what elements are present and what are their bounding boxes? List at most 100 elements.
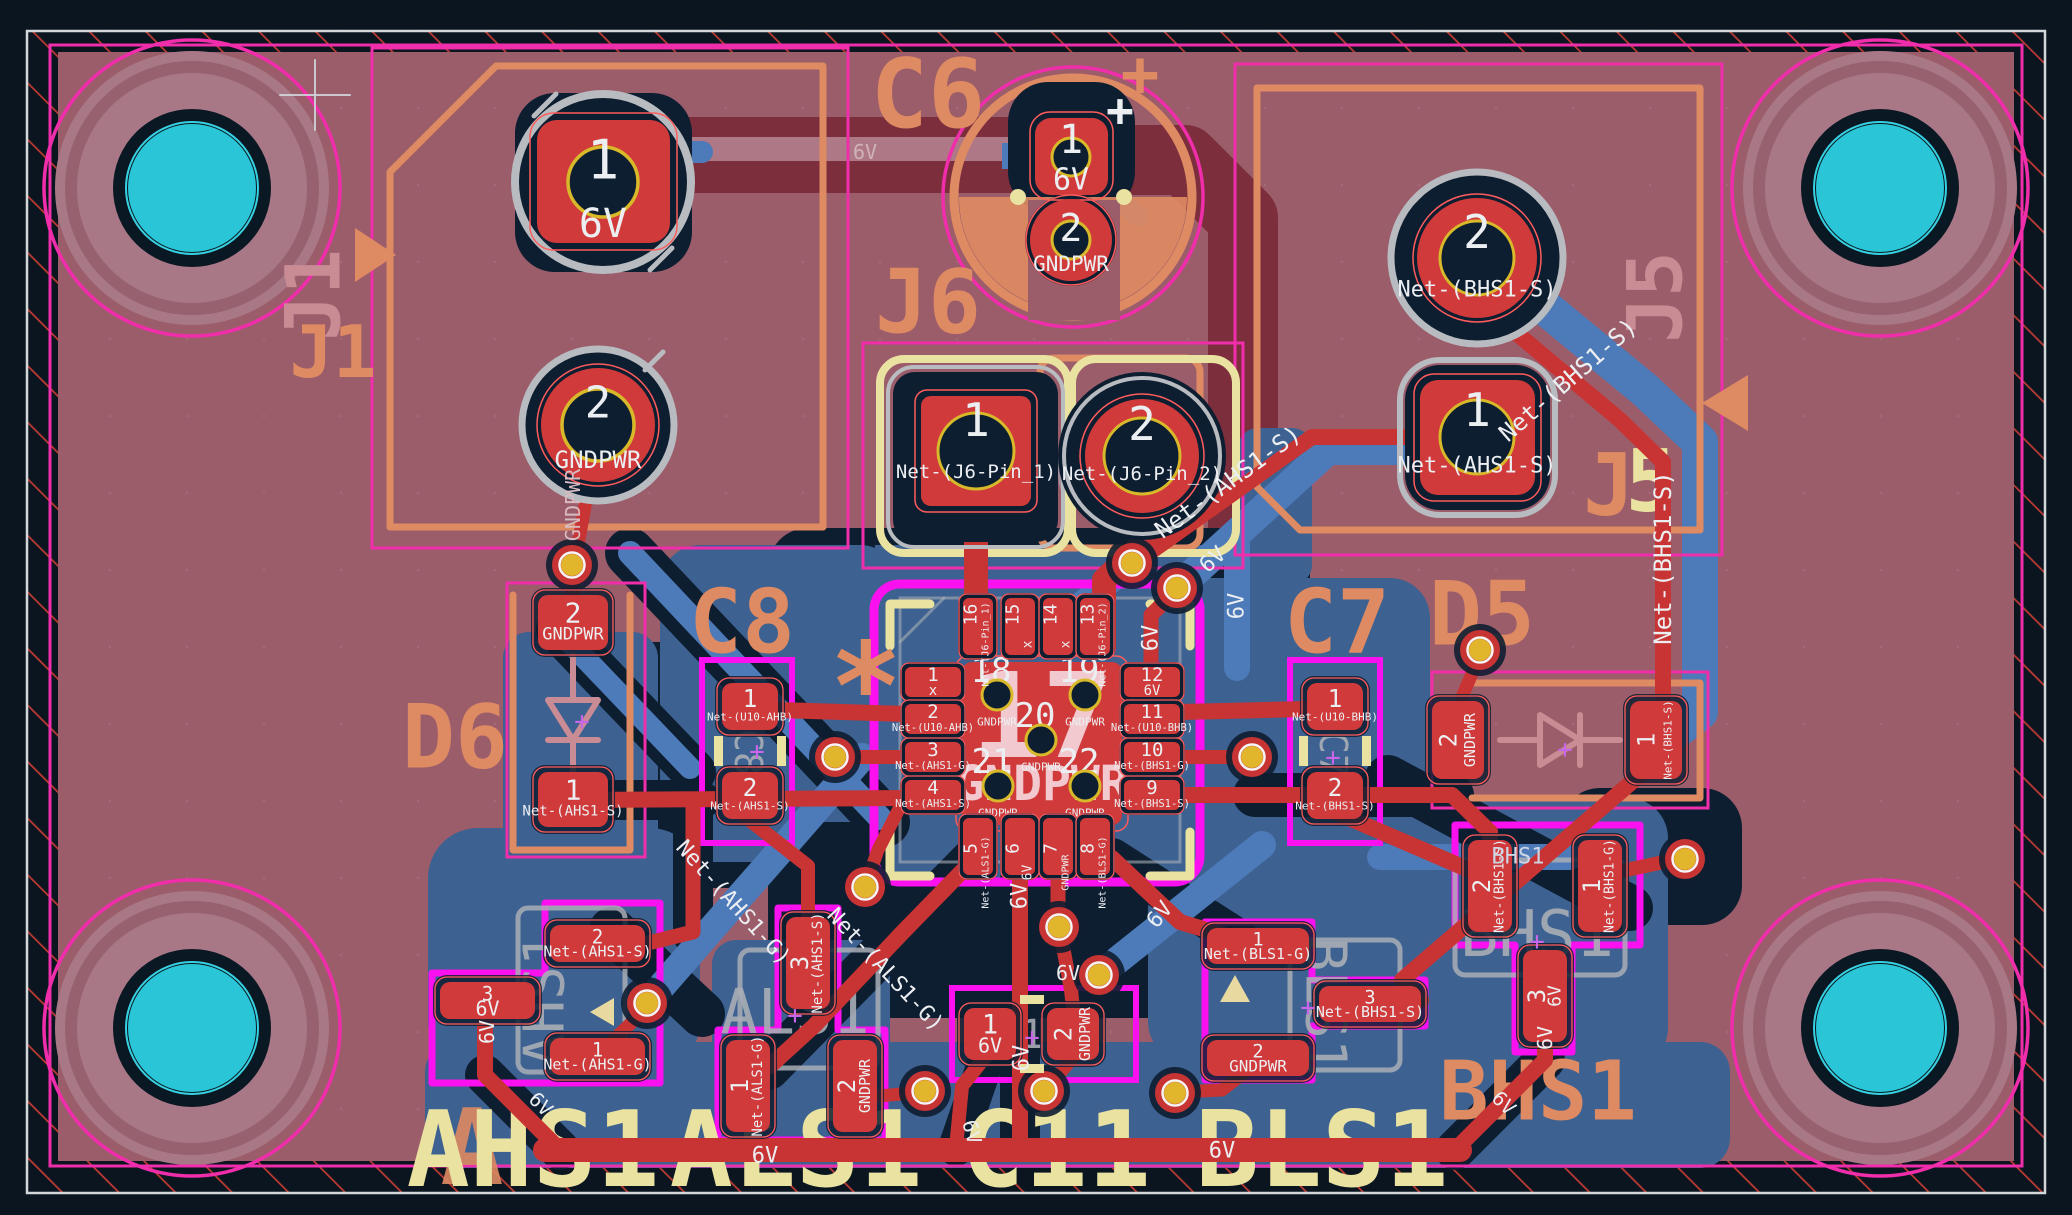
- hole-annulus-ring: [1753, 901, 2007, 1155]
- pad-C8-2[interactable]: [722, 772, 778, 819]
- via[interactable]: [1048, 916, 1070, 938]
- pad-C7-2[interactable]: [1307, 772, 1363, 819]
- via[interactable]: [854, 876, 876, 898]
- via[interactable]: [1121, 552, 1143, 574]
- pad-via-hole[interactable]: [1070, 771, 1100, 801]
- pad-C11-2[interactable]: [1047, 1008, 1099, 1060]
- trace[interactable]: [771, 702, 915, 722]
- pad-BLS1-1[interactable]: [1207, 928, 1309, 964]
- pad-U10-14[interactable]: [1043, 598, 1073, 655]
- trace[interactable]: [693, 793, 815, 923]
- label-trace-gndpwr: GNDPWR: [561, 468, 585, 541]
- label-bhs1-small: BHS1: [1492, 845, 1545, 870]
- via[interactable]: [1088, 964, 1110, 986]
- btrace[interactable]: [1085, 831, 1276, 989]
- pad-U10-5[interactable]: [963, 818, 993, 875]
- pad-via-hole[interactable]: [982, 680, 1012, 710]
- pad-C11-1[interactable]: [964, 1008, 1016, 1060]
- via[interactable]: [1469, 639, 1491, 661]
- keepout-C7[interactable]: [1287, 657, 1383, 846]
- ref-J1[interactable]: J1: [290, 310, 377, 394]
- trace[interactable]: [640, 794, 701, 951]
- pad-AHS1-1[interactable]: [550, 1038, 645, 1075]
- trace-als1g[interactable]: [762, 850, 983, 1074]
- mounting-hole[interactable]: [128, 124, 256, 252]
- pad-BHS1-1[interactable]: [1578, 840, 1622, 932]
- pad-AHS1-2[interactable]: [550, 925, 645, 962]
- via[interactable]: [914, 1080, 936, 1102]
- via[interactable]: [824, 746, 846, 768]
- pad-BHS1-2[interactable]: [1468, 840, 1512, 932]
- ref-C6[interactable]: C6: [871, 40, 985, 150]
- pad-outline: [827, 1034, 883, 1138]
- pad-U10-9[interactable]: [1124, 780, 1180, 810]
- pad-ALS1-2[interactable]: [833, 1040, 877, 1132]
- keepout-C8[interactable]: [699, 657, 795, 846]
- courtyard-C6[interactable]: [941, 65, 1205, 329]
- pad-BLS1-3[interactable]: [1319, 986, 1421, 1022]
- trace[interactable]: [1172, 701, 1313, 720]
- pad-ALS1-3[interactable]: [786, 917, 830, 1009]
- label-6v: 6V: [1056, 961, 1080, 985]
- pad-BHS1-3[interactable]: [1523, 950, 1567, 1042]
- via[interactable]: [1033, 1080, 1055, 1102]
- pad-outline: [1201, 922, 1315, 970]
- pad-C7-1[interactable]: [1307, 683, 1363, 730]
- pad-via-hole[interactable]: [983, 771, 1013, 801]
- pad-hole: [1440, 400, 1514, 474]
- mounting-hole[interactable]: [1816, 964, 1944, 1092]
- pad-U10-8[interactable]: [1080, 818, 1110, 875]
- pad-ALS1-1[interactable]: [726, 1040, 770, 1132]
- mounting-hole[interactable]: [128, 964, 256, 1092]
- pad-U10-7[interactable]: [1043, 818, 1073, 875]
- courtyard-J6[interactable]: [861, 341, 1245, 570]
- pad-D6-2[interactable]: [538, 595, 608, 650]
- anchor-plus: +: [749, 737, 765, 767]
- pad-D6-1[interactable]: [538, 772, 608, 827]
- pad-C8-1[interactable]: [722, 683, 778, 730]
- silk-J5-pin1-arrow: [1702, 375, 1748, 431]
- via[interactable]: [561, 554, 583, 576]
- via[interactable]: [1674, 848, 1696, 870]
- pad-U10-2[interactable]: [905, 704, 961, 734]
- label-6v: 6V: [1010, 1045, 1035, 1072]
- pad-U10-12[interactable]: [1124, 667, 1180, 697]
- pad-U10-15[interactable]: [1005, 598, 1035, 655]
- ref-C8[interactable]: C8: [689, 571, 795, 674]
- pad-U10-13[interactable]: [1080, 598, 1110, 655]
- pad-U10-11[interactable]: [1124, 704, 1180, 734]
- via[interactable]: [1164, 1082, 1186, 1104]
- pad-AHS1-3[interactable]: [440, 982, 535, 1019]
- pad-D5-2[interactable]: [1432, 701, 1484, 779]
- pad-hole-ring: [1438, 398, 1516, 476]
- pad-U10-16[interactable]: [963, 598, 993, 655]
- pad-D5-1[interactable]: [1630, 701, 1682, 779]
- pad-U10-4[interactable]: [905, 780, 961, 810]
- pad-via-net: GNDPWR: [977, 716, 1017, 729]
- pad-U10-3[interactable]: [905, 742, 961, 772]
- pad-via-hole[interactable]: [1070, 680, 1100, 710]
- pad-num: 9: [1146, 777, 1157, 799]
- ref-C7[interactable]: C7: [1284, 571, 1390, 674]
- keepout-U10[interactable]: [869, 579, 1205, 887]
- pad-outline: [544, 919, 651, 968]
- via[interactable]: [1241, 746, 1263, 768]
- pad-U10-1[interactable]: [905, 667, 961, 697]
- keepout-AHS1[interactable]: [428, 899, 664, 1087]
- silk-U10-corner: [885, 827, 935, 881]
- pad-via-hole[interactable]: [1026, 725, 1056, 755]
- mounting-hole[interactable]: [1816, 124, 1944, 252]
- ref-J5-j[interactable]: J: [1583, 436, 1635, 536]
- ref-J6[interactable]: J6: [875, 251, 981, 354]
- via[interactable]: [636, 992, 658, 1014]
- pad-BLS1-2[interactable]: [1207, 1040, 1309, 1076]
- pad-U10-10[interactable]: [1124, 742, 1180, 772]
- trace-6v[interactable]: [477, 1011, 568, 1158]
- via[interactable]: [1166, 577, 1188, 599]
- ref-D6[interactable]: D6: [402, 686, 508, 789]
- courtyard-J5[interactable]: [1233, 62, 1724, 557]
- courtyard-J1[interactable]: [370, 46, 850, 550]
- pad-U10-6[interactable]: [1005, 818, 1035, 875]
